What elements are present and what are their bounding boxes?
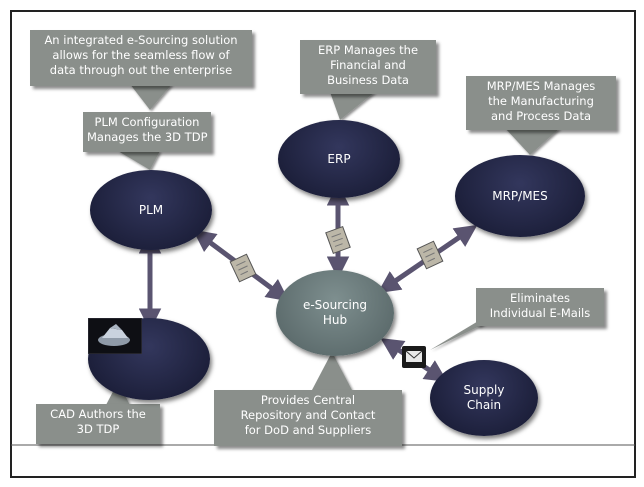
callout-line: Provides Central [260, 393, 356, 407]
callout-line: Manages the 3D TDP [87, 130, 208, 144]
callout-line: and Process Data [490, 109, 592, 123]
callout-line: allows for the seamless flow of [52, 48, 230, 62]
pointer-erp [330, 92, 375, 120]
outer-frame [10, 10, 636, 478]
callout-line: PLM Configuration [94, 115, 200, 129]
callout-provides-repository: Provides Central Repository and Contact … [214, 390, 402, 446]
pointer-provides [312, 352, 352, 390]
node-supply-chain: Supply Chain [430, 360, 538, 436]
callout-plm-configuration: PLM Configuration Manages the 3D TDP [83, 112, 211, 152]
callout-line: for DoD and Suppliers [244, 423, 372, 437]
document-icon [416, 240, 444, 270]
callout-line: An integrated e-Sourcing solution [44, 33, 238, 47]
callout-line: ERP Manages the [317, 43, 419, 57]
pointer-mrp [505, 128, 560, 155]
callout-line: Eliminates [510, 291, 570, 305]
callout-cad-authors: CAD Authors the 3D TDP [36, 404, 160, 444]
callout-line: Repository and Contact [240, 408, 376, 422]
callout-mrp-manages: MRP/MES Manages the Manufacturing and Pr… [466, 76, 616, 130]
node-label: ERP [327, 151, 351, 166]
node-label: e-Sourcing [302, 298, 368, 312]
pointer-plm-config [118, 151, 160, 170]
callout-line: MRP/MES Manages [486, 79, 596, 93]
callout-eliminates-emails: Eliminates Individual E-Mails [476, 288, 604, 326]
callout-line: Business Data [327, 73, 409, 87]
node-cad [88, 318, 210, 400]
callout-erp-manages: ERP Manages the Financial and Business D… [300, 40, 436, 94]
node-plm: PLM [90, 170, 212, 250]
node-label: Hub [322, 313, 348, 327]
callout-line: Financial and [330, 58, 406, 72]
callout-line: Individual E-Mails [489, 306, 591, 320]
node-e-sourcing-hub: e-Sourcing Hub [276, 270, 394, 356]
callout-integrated-solution: An integrated e-Sourcing solution allows… [30, 30, 252, 86]
node-erp: ERP [278, 120, 400, 198]
node-label: Chain [466, 398, 502, 412]
callout-line: CAD Authors the [50, 407, 146, 421]
node-mrp-mes: MRP/MES [455, 155, 585, 237]
callout-line: the Manufacturing [488, 94, 594, 108]
document-icon [229, 253, 257, 283]
node-label: Supply [463, 383, 505, 397]
callout-line: 3D TDP [76, 422, 120, 436]
cad-model-icon [88, 318, 142, 354]
document-icon [325, 225, 351, 255]
node-label: PLM [138, 202, 164, 217]
email-icon [402, 346, 426, 368]
pointer-integrated [130, 84, 172, 110]
callout-line: data through out the enterprise [49, 63, 233, 77]
node-label: MRP/MES [492, 188, 548, 203]
